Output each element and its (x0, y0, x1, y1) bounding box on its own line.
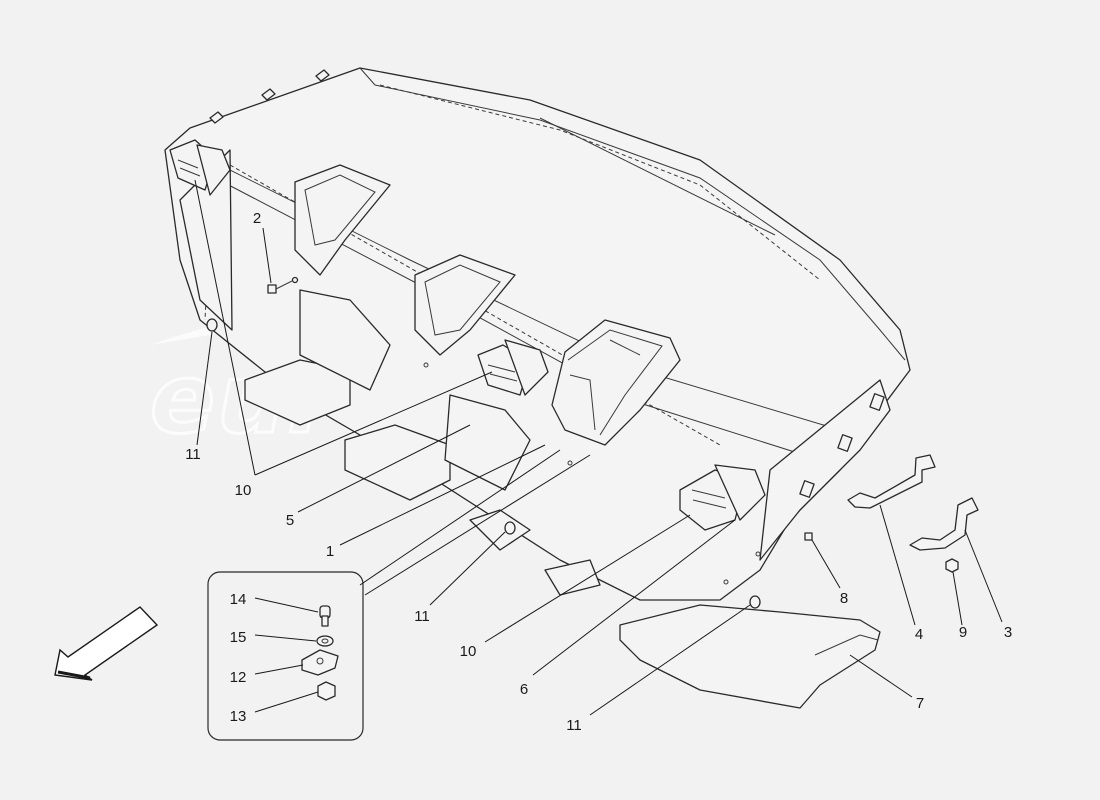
callout-11-left: 11 (185, 446, 201, 463)
air-vent-left (169, 139, 231, 196)
shelf-recess-middle (414, 254, 516, 356)
air-vent-middle (477, 339, 549, 396)
part-6-air-vent (679, 464, 766, 531)
part-2-screw (267, 276, 299, 294)
part-4-bracket (847, 454, 936, 509)
front-direction-arrow-icon (54, 606, 159, 681)
callout-7: 7 (916, 695, 924, 712)
leader-lines (194, 179, 1003, 716)
callout-13: 13 (230, 708, 247, 725)
part-5-panel (299, 289, 531, 491)
callout-4: 4 (915, 626, 923, 643)
callout-1: 1 (326, 543, 334, 560)
callout-12: 12 (230, 669, 247, 686)
edge-clips (799, 393, 885, 541)
callout-10-left: 10 (235, 482, 252, 499)
callout-14: 14 (230, 591, 247, 608)
part-12-plate (301, 649, 339, 676)
part-14-bolt (319, 605, 331, 627)
callout-11-bottom: 11 (566, 717, 582, 734)
part-7-lower-cover (619, 604, 881, 709)
callout-3: 3 (1004, 624, 1012, 641)
callout-11-middle: 11 (414, 608, 430, 625)
part-9-nut (945, 558, 959, 573)
part-15-washer (316, 635, 334, 647)
shelf-recess-left (294, 164, 391, 276)
callout-8: 8 (840, 590, 848, 607)
part-3-bracket (909, 497, 979, 551)
support-pads (244, 359, 601, 596)
callout-6: 6 (520, 681, 528, 698)
callouts: 2 11 10 5 1 11 10 6 11 7 8 4 9 3 14 15 1… (185, 210, 1012, 734)
callout-10-bottom: 10 (460, 643, 477, 660)
callout-5: 5 (286, 512, 294, 529)
rear-shelf-panel (164, 67, 911, 601)
callout-2: 2 (253, 210, 261, 227)
part-13-spacer (317, 681, 336, 701)
grommets (206, 318, 761, 609)
callout-9: 9 (959, 624, 967, 641)
callout-15: 15 (230, 629, 247, 646)
central-bracket-box (551, 319, 681, 446)
detail-box (207, 571, 364, 741)
